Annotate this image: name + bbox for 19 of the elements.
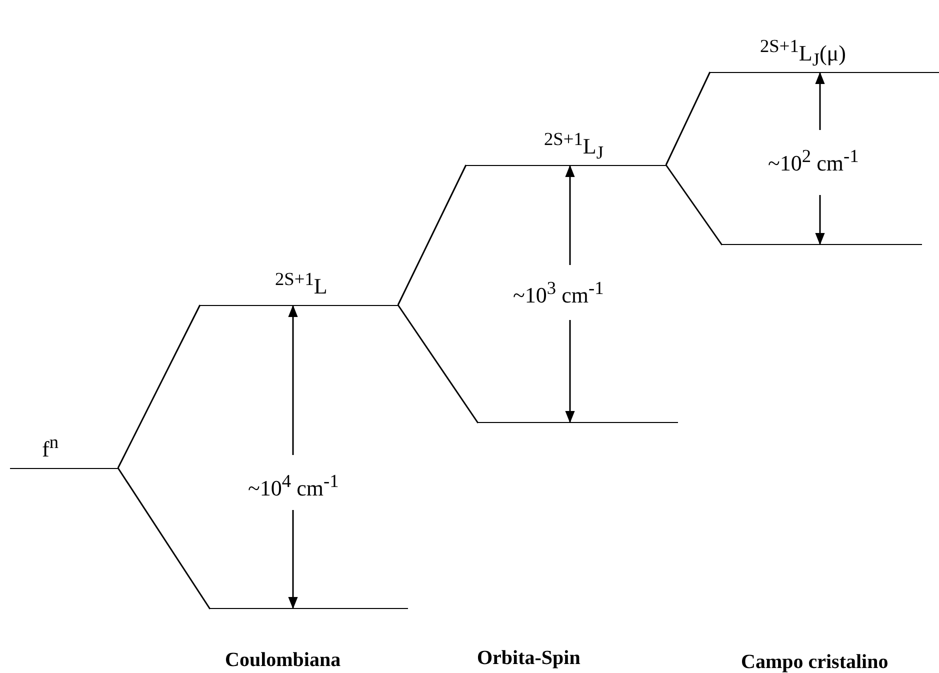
splitting-line [117,468,211,610]
splitting-line [665,164,723,246]
energy-level-line [722,244,922,246]
splitting-line [397,304,479,424]
energy-level [200,272,398,306]
energy-level-line [478,422,678,424]
interaction-label: Coulombiana [224,648,342,672]
energy-level [466,132,666,166]
level-term-label: f$^{n}$ [42,433,58,460]
splitting-line [665,72,711,166]
energy-level [710,39,939,73]
interaction-label: Campo cristalino [740,650,890,673]
level-term-label: $^{2S+1}$L [275,270,328,298]
level-term-label: $^{2S+1}$L$_{J}$ [544,130,604,162]
interaction-label: Orbita-Spin [476,646,582,670]
splitting-line [117,304,201,468]
splitting-line [397,164,467,306]
energy-level-line [210,608,408,610]
level-term-label: $^{2S+1}$L$_{J}$(μ) [760,37,846,70]
